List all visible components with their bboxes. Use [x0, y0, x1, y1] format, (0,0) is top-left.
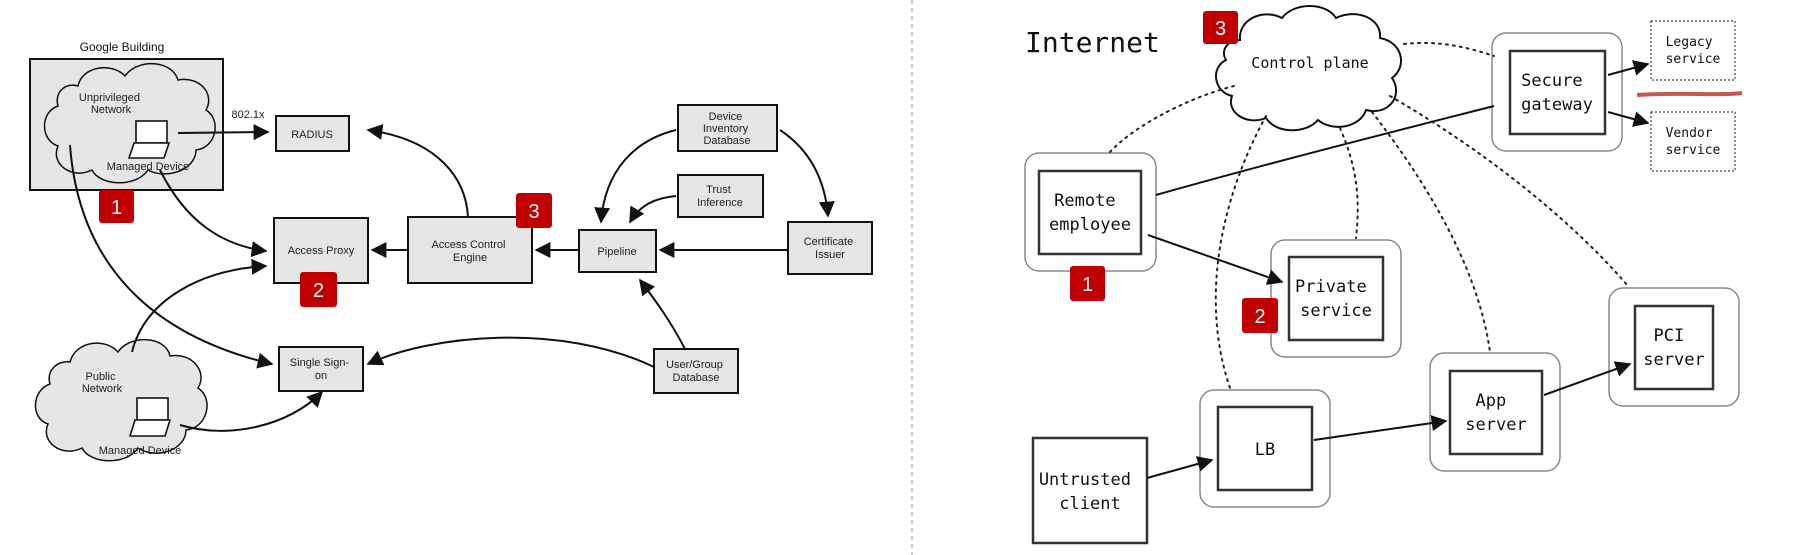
svg-text:Private service: Private service	[1295, 277, 1377, 321]
svg-text:Access Proxy: Access Proxy	[288, 245, 355, 257]
svg-text:Secure gateway: Secure gateway	[1521, 71, 1593, 115]
badge-2-left: 2	[300, 272, 337, 307]
left-edges	[69, 124, 835, 432]
svg-text:2: 2	[1254, 306, 1265, 328]
remote-employee-node: Remote employee	[1024, 152, 1157, 272]
device-inventory-db-node: Device Inventory Database	[677, 104, 778, 152]
vendor-service-node: Vendor service	[1650, 111, 1736, 172]
radius-node: RADIUS	[275, 115, 350, 152]
svg-text:Single Sign- on: Single Sign- on	[290, 357, 352, 382]
certificate-issuer-node: Certificate Issuer	[787, 221, 873, 275]
badge-3-left: 3	[516, 193, 552, 228]
svg-text:3: 3	[528, 201, 539, 223]
google-building-title: Google Building	[80, 40, 165, 54]
svg-text:Certificate Issuer: Certificate Issuer	[804, 236, 857, 261]
svg-text:RADIUS: RADIUS	[291, 129, 333, 141]
access-control-engine-node: Access Control Engine	[407, 216, 533, 284]
unprivileged-network-label: Unprivileged Network	[79, 92, 143, 116]
trust-inference-node: Trust Inference	[677, 174, 764, 218]
svg-text:Trust Inference: Trust Inference	[697, 184, 743, 209]
red-divider-line	[1636, 91, 1743, 97]
secure-gateway-node: Secure gateway	[1491, 32, 1623, 152]
managed-device-label-2: Managed Device	[99, 445, 182, 457]
right-panel: Internet Control plane 3 Secure gateway …	[1024, 5, 1743, 545]
svg-text:PCI server: PCI server	[1643, 326, 1704, 370]
right-edges	[1146, 60, 1650, 479]
pci-server-node: PCI server	[1608, 287, 1740, 407]
internet-title: Internet	[1025, 26, 1160, 59]
badge-3-right: 3	[1203, 11, 1238, 44]
svg-text:3: 3	[1215, 18, 1226, 40]
legacy-service-node: Legacy service	[1650, 20, 1736, 81]
private-service-node: Private service	[1270, 239, 1402, 358]
public-network-label: Public Network	[82, 371, 123, 395]
svg-text:Untrusted client: Untrusted client	[1039, 470, 1141, 514]
badge-1-left: 1	[99, 190, 134, 223]
left-panel: Google Building Unprivileged Network Man…	[29, 40, 873, 462]
laptop-icon	[127, 120, 171, 159]
unprivileged-network-cloud	[43, 62, 216, 184]
svg-text:Vendor service: Vendor service	[1666, 126, 1721, 158]
untrusted-client-node: Untrusted client	[1031, 436, 1149, 545]
svg-text:App server: App server	[1465, 391, 1526, 435]
svg-text:1: 1	[1082, 274, 1093, 296]
svg-text:Remote employee: Remote employee	[1049, 191, 1131, 235]
svg-text:1: 1	[111, 197, 122, 219]
badge-2-right: 2	[1242, 298, 1278, 333]
control-plane-label: Control plane	[1251, 54, 1368, 72]
laptop-icon	[128, 397, 172, 437]
badge-1-right: 1	[1070, 266, 1105, 301]
public-network-cloud	[34, 338, 208, 462]
svg-text:Pipeline: Pipeline	[597, 246, 636, 258]
edge-label-8021x: 802.1x	[231, 109, 265, 121]
svg-text:Access Control Engine: Access Control Engine	[431, 239, 508, 264]
svg-text:User/Group Database: User/Group Database	[666, 359, 726, 384]
svg-text:2: 2	[313, 280, 324, 302]
user-group-db-node: User/Group Database	[653, 348, 739, 394]
pipeline-node: Pipeline	[578, 229, 657, 273]
control-plane-cloud	[1215, 5, 1402, 132]
managed-device-label-1: Managed Device	[107, 161, 190, 173]
app-server-node: App server	[1429, 352, 1561, 472]
lb-node: LB	[1199, 389, 1331, 508]
single-sign-on-node: Single Sign- on	[278, 346, 364, 392]
svg-text:Legacy service: Legacy service	[1666, 35, 1721, 67]
svg-text:LB: LB	[1255, 440, 1275, 460]
svg-text:Device Inventory: Device Inventory Database	[703, 111, 751, 147]
